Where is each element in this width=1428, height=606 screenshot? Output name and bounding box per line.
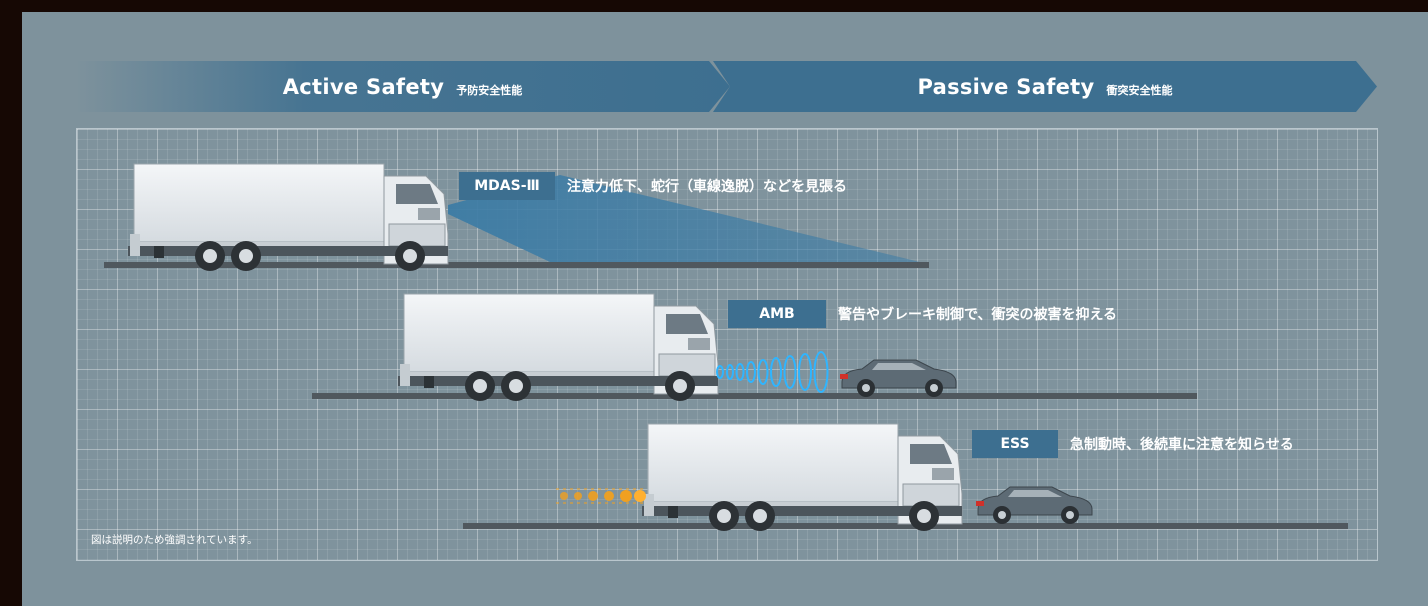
active-safety-banner: Active Safety 予防安全性能 bbox=[75, 61, 730, 112]
passive-safety-banner: Passive Safety 衝突安全性能 bbox=[713, 61, 1377, 112]
radar-waves bbox=[716, 351, 829, 393]
banner-arrow-shape bbox=[75, 61, 730, 112]
feature-tag: AMB bbox=[728, 300, 826, 328]
camera-view-beam bbox=[448, 175, 920, 262]
road-line bbox=[463, 523, 1348, 529]
road-line bbox=[104, 262, 929, 268]
active-safety-subtitle: 予防安全性能 bbox=[456, 83, 523, 97]
feature-description: 注意力低下、蛇行（車線逸脱）などを見張る bbox=[567, 179, 847, 195]
feature-tag: MDAS-Ⅲ bbox=[459, 172, 555, 200]
banner-arrow-shape bbox=[713, 61, 1377, 112]
road-line bbox=[312, 393, 1197, 399]
car-icon bbox=[839, 359, 957, 398]
passive-safety-subtitle: 衝突安全性能 bbox=[1106, 83, 1173, 97]
disclaimer-note: 図は説明のため強調されています。 bbox=[91, 534, 258, 546]
active-safety-title: Active Safety bbox=[282, 74, 445, 99]
truck-icon bbox=[641, 423, 963, 532]
truck-icon bbox=[397, 293, 719, 402]
feature-description: 警告やブレーキ制御で、衝突の被害を抑える bbox=[838, 307, 1118, 323]
feature-amb: AMB 警告やブレーキ制御で、衝突の被害を抑える bbox=[728, 300, 1117, 328]
feature-description: 急制動時、後続車に注意を知らせる bbox=[1070, 437, 1294, 453]
car-icon bbox=[975, 486, 1093, 525]
feature-mdas: MDAS-Ⅲ 注意力低下、蛇行（車線逸脱）などを見張る bbox=[459, 172, 847, 200]
truck-icon bbox=[127, 163, 449, 272]
passive-safety-title: Passive Safety bbox=[917, 74, 1095, 99]
feature-tag: ESS bbox=[972, 430, 1058, 458]
hazard-flash bbox=[556, 488, 646, 504]
feature-ess: ESS 急制動時、後続車に注意を知らせる bbox=[972, 430, 1294, 458]
